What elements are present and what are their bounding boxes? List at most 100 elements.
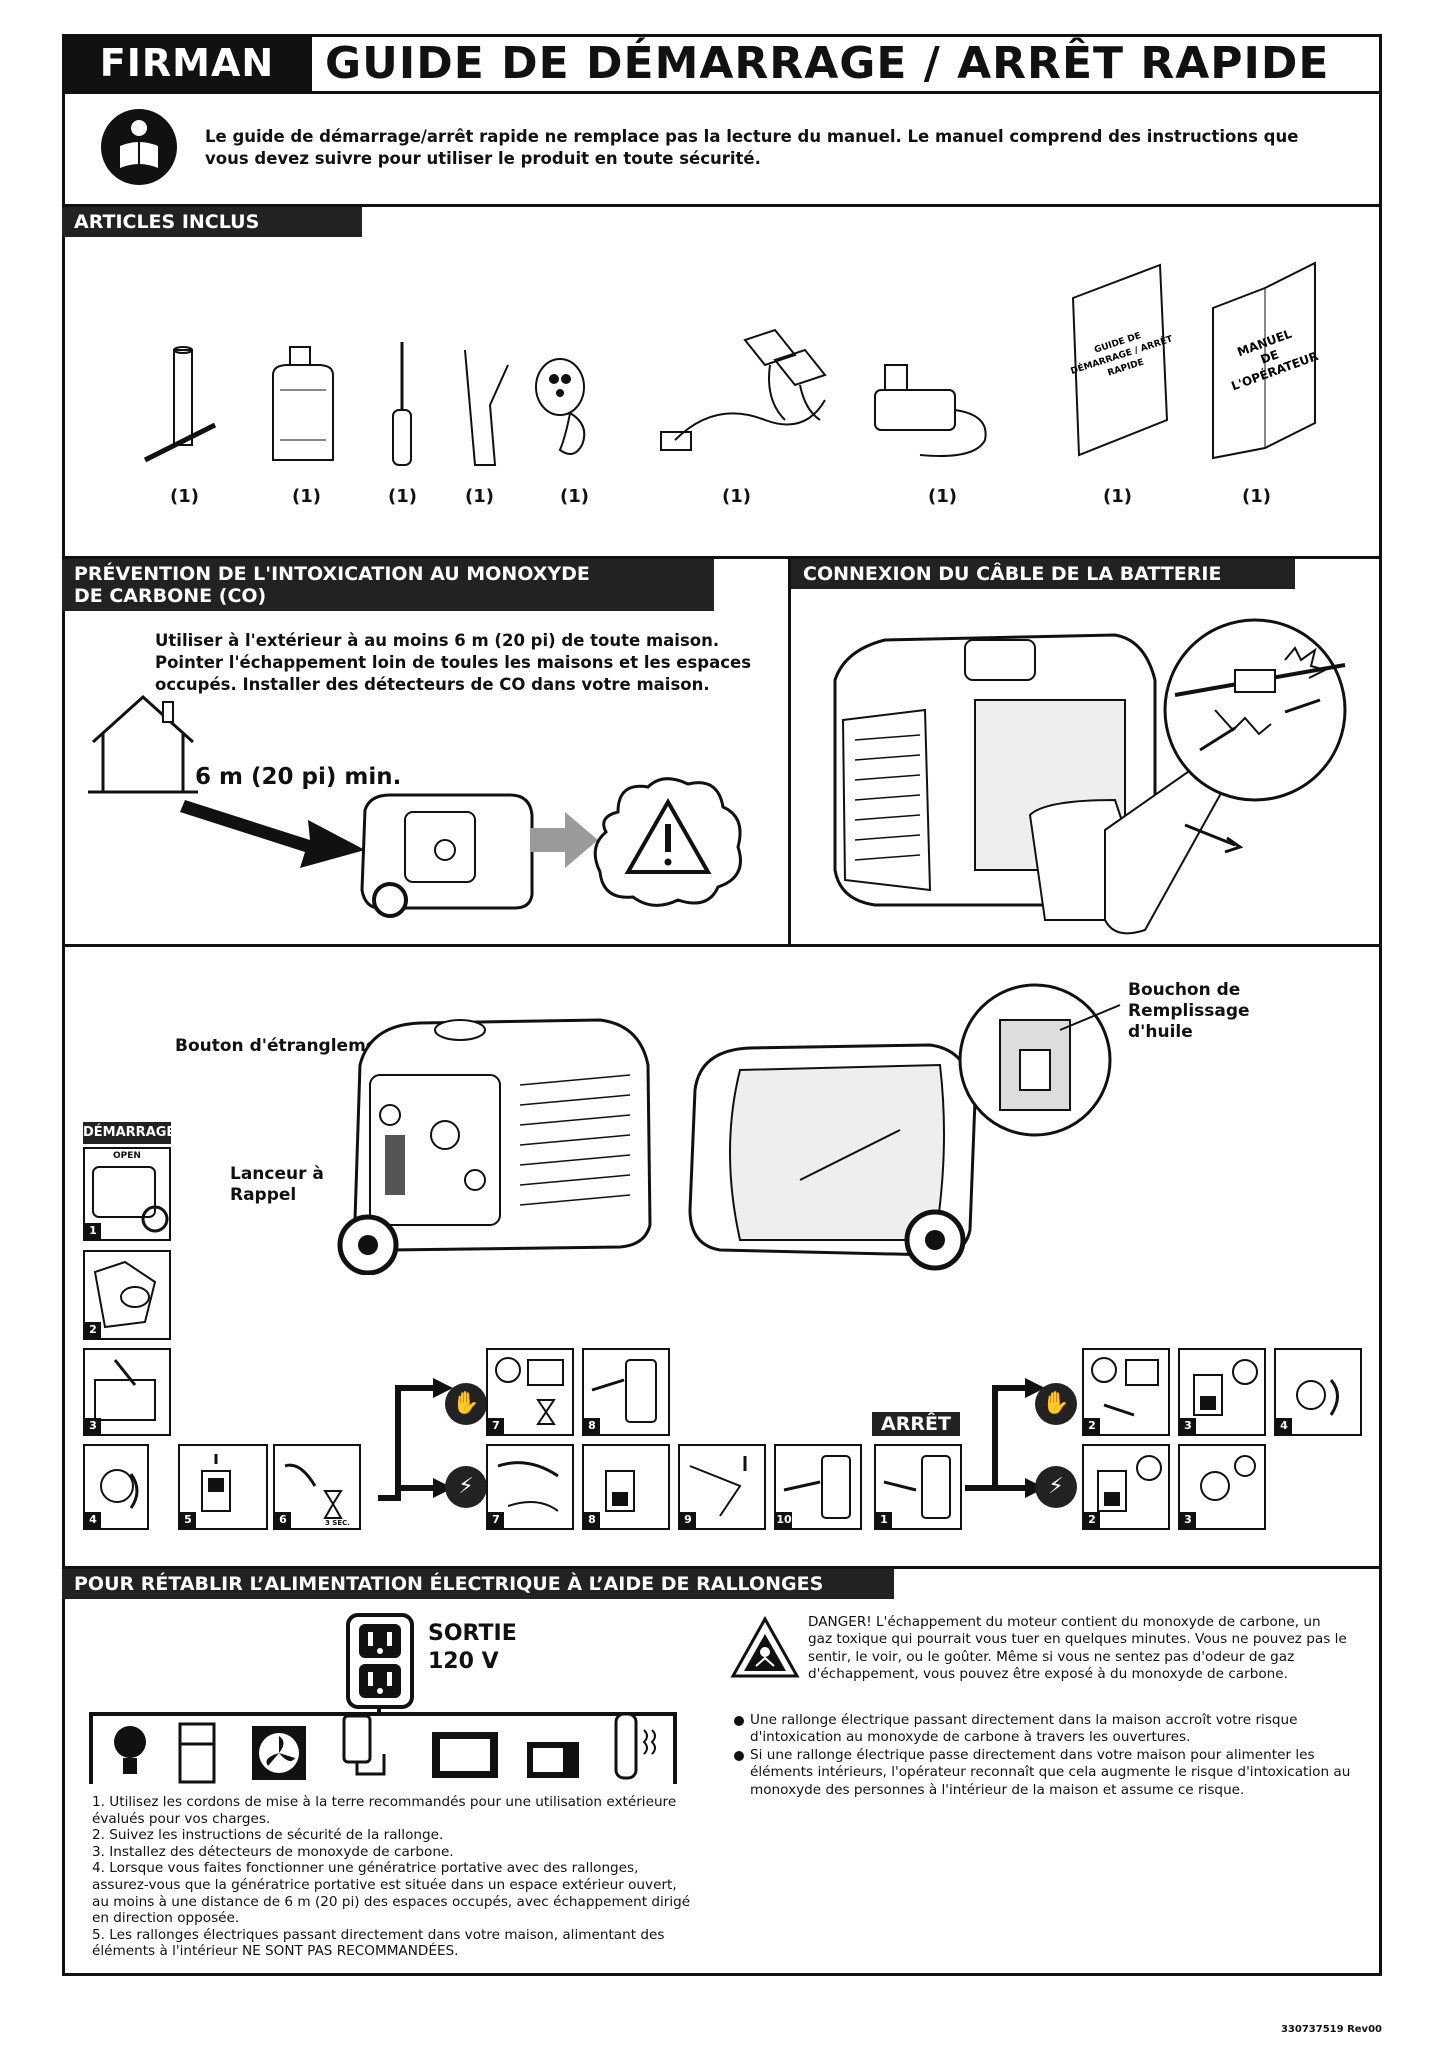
microwave-icon [527, 1742, 579, 1778]
danger-warning-icon [730, 1616, 800, 1678]
plug-in-icon [591, 1359, 657, 1423]
generator-icon [360, 793, 534, 918]
hourglass-icon [284, 1463, 343, 1519]
intro-text: Le guide de démarrage/arrêt rapide ne re… [205, 127, 1299, 168]
phone-charger-icon [342, 1714, 386, 1776]
oil-bottle-icon [272, 346, 334, 461]
light-bulb-icon [114, 1726, 146, 1774]
divider [62, 204, 1382, 207]
fan-icon [252, 1726, 306, 1780]
battery-heading: CONNEXION DU CÂBLE DE LA BATTERIE [791, 559, 1295, 589]
oil-cap-detail-icon [958, 983, 1121, 1137]
recoil-pull-icon [497, 1461, 559, 1512]
page-frame [62, 34, 1382, 1976]
quick-guide-booklet-icon: GUIDE DE DÉMARRAGE / ARRÊT RAPIDE [1069, 263, 1175, 457]
house-icon [88, 694, 198, 794]
stop-step-1: 1 [874, 1444, 962, 1530]
choke-icon [92, 1166, 169, 1233]
oil-cap-label: Bouchon de Remplissage d'huile [1128, 980, 1250, 1042]
divider [62, 556, 1382, 559]
item-qty: (1) [1103, 486, 1132, 507]
recoil-label: Lanceur à Rappel [230, 1164, 324, 1205]
remote-step-8: 8 [582, 1348, 670, 1436]
item-qty: (1) [292, 486, 321, 507]
remote-start-icon: ✋ [445, 1383, 487, 1425]
document-number: 330737519 Rev00 [1280, 2024, 1382, 2035]
spark-plug-wrench-icon [143, 346, 217, 463]
start-step-4: 4 [83, 1444, 149, 1530]
co-warning-cloud-icon [593, 777, 742, 907]
item-qty: (1) [928, 486, 957, 507]
co-instructions: Utiliser à l'extérieur à au moins 6 m (2… [155, 631, 752, 694]
power-switch-icon [201, 1454, 231, 1512]
fuel-valve-icon [94, 1359, 156, 1421]
remote-fob-icon [535, 358, 586, 455]
manual-step-7: 7 [486, 1444, 574, 1530]
stop-remote-step-2: 2 [1082, 1348, 1170, 1436]
screwdriver-icon [392, 342, 412, 466]
instruction-item: 5. Les rallonges électriques passant dir… [92, 1926, 665, 1960]
open-label: OPEN [113, 1151, 141, 1161]
extension-bracket [89, 1706, 677, 1784]
manual-step-8: 8 [582, 1444, 670, 1530]
battery-charging-cable-icon [660, 328, 827, 451]
choke-close-icon [689, 1456, 747, 1517]
grey-arrow-icon [530, 812, 598, 868]
remote-press-icon [495, 1357, 564, 1425]
distance-label: 6 m (20 pi) min. [195, 764, 402, 790]
choke-dial-icon [100, 1469, 139, 1509]
power-adapter-icon [874, 364, 987, 457]
outlet-label: SORTIE 120 V [428, 1621, 517, 1674]
instruction-item: 4. Lorsque vous faites fonctionner une g… [92, 1860, 691, 1927]
fuel-icon [93, 1260, 157, 1329]
plug-in-icon [783, 1455, 851, 1519]
remote-press-icon [1091, 1357, 1159, 1417]
electric-start-icon: ⚡ [445, 1466, 487, 1508]
unplug-icon [883, 1455, 951, 1519]
instruction-item: 2. Suivez les instructions de sécurité d… [92, 1827, 444, 1844]
remote-stop-icon: ✋ [1035, 1383, 1077, 1425]
divider [788, 556, 791, 944]
choke-dial-icon [1296, 1379, 1339, 1416]
start-label: DÉMARRAGE [83, 1122, 175, 1144]
danger-text: DANGER! L'échappement du moteur contient… [808, 1614, 1347, 1683]
generator-side-illustration [688, 1043, 977, 1271]
item-qty: (1) [722, 486, 751, 507]
exhaust-arrow-icon [180, 800, 365, 868]
stop-manual-step-2: 2 [1082, 1444, 1170, 1530]
manual-step-9: 9 [678, 1444, 766, 1530]
danger-bullets: Une rallonge électrique passant directem… [732, 1712, 1362, 1799]
manual-step-10: 10 [774, 1444, 862, 1530]
start-step-1: OPEN 1 [83, 1147, 171, 1241]
switch-off-icon [1193, 1359, 1258, 1416]
instruction-item: 3. Installez des détecteurs de monoxyde … [92, 1843, 454, 1860]
co-heading-line-1: PRÉVENTION DE L'INTOXICATION AU MONOXYDE [74, 563, 590, 585]
manual-line-2: DE [1259, 347, 1281, 366]
battery-connection-illustration [833, 618, 1347, 935]
included-heading: ARTICLES INCLUS [62, 207, 362, 237]
refrigerator-icon [178, 1722, 216, 1784]
item-qty: (1) [560, 486, 589, 507]
stop-manual-step-3: 3 [1178, 1444, 1266, 1530]
start-step-5: 5 [178, 1444, 268, 1530]
heater-icon [614, 1712, 656, 1780]
outlet-icon [346, 1613, 414, 1709]
bullet-item: Une rallonge électrique passant directem… [732, 1712, 1362, 1747]
extension-heading: POUR RÉTABLIR L’ALIMENTATION ÉLECTRIQUE … [62, 1569, 894, 1599]
generator-front-illustration [337, 1018, 652, 1275]
instruction-item: 1. Utilisez les cordons de mise à la ter… [92, 1794, 677, 1827]
start-step-2: 2 [83, 1250, 171, 1340]
switch-off-icon [605, 1470, 635, 1512]
remote-step-7: 7 [486, 1348, 574, 1436]
stop-remote-step-4: 4 [1274, 1348, 1362, 1436]
oil-funnel-icon [464, 349, 509, 466]
branch-arrow-icon [378, 1378, 453, 1501]
divider [62, 1566, 1382, 1569]
stop-label: ARRÊT [872, 1412, 960, 1436]
choke-label: Bouton d'étranglement [175, 1036, 398, 1056]
page-title: GUIDE DE DÉMARRAGE / ARRÊT RAPIDE [325, 38, 1330, 89]
brand-logo: FIRMAN [62, 34, 312, 91]
header-bar [62, 34, 1382, 94]
start-step-6: 3 SEC. 6 [273, 1444, 361, 1530]
divider [62, 944, 1382, 947]
